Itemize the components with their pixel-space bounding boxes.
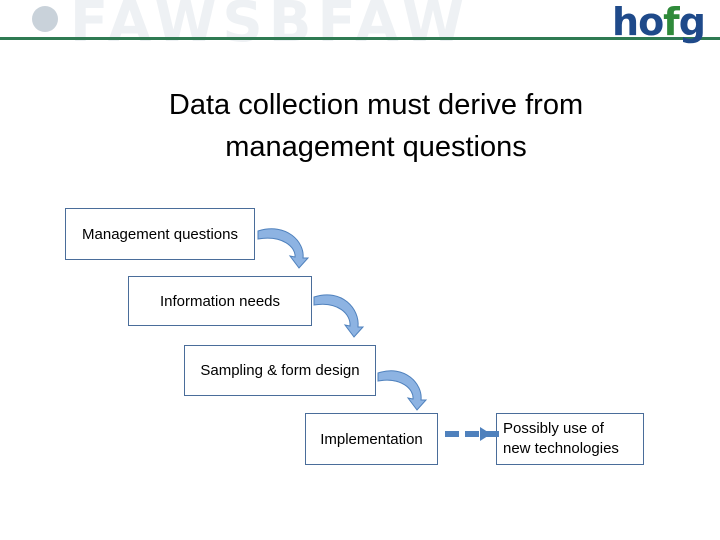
curved-arrow-2 <box>313 294 365 338</box>
step-label: Information needs <box>159 292 281 310</box>
dashed-arrow-segment <box>445 431 459 437</box>
step-label: Management questions <box>82 225 238 243</box>
step-information-needs: Information needs <box>128 276 312 326</box>
outcome-new-technologies: Possibly use of new technologies <box>496 413 644 465</box>
dashed-arrow-segment <box>465 431 479 437</box>
step-label: Implementation <box>320 430 423 448</box>
dashed-arrow <box>445 427 499 441</box>
header-divider <box>0 37 720 40</box>
slide-title-line-2: management questions <box>225 131 527 163</box>
curved-arrow-1 <box>257 228 310 269</box>
step-implementation: Implementation <box>305 413 438 465</box>
step-sampling-form-design: Sampling & form design <box>184 345 376 396</box>
header-watermark: FAWSBFAW <box>70 0 470 55</box>
header-band <box>0 0 720 38</box>
outcome-line-1: Possibly use of <box>503 420 604 437</box>
slide-title-line-1: Data collection must derive from <box>168 89 584 121</box>
logo-letter-g: g <box>678 0 706 44</box>
logo-letter-o: o <box>638 0 664 44</box>
dashed-arrow-head <box>480 427 491 441</box>
step-label: Sampling & form design <box>200 362 360 379</box>
logo-letter-f: f <box>663 0 680 44</box>
step-management-questions: Management questions <box>65 208 255 260</box>
curved-arrow-3 <box>377 370 428 411</box>
slide-title: Data collection must derive from managem… <box>80 84 672 168</box>
logo-letter-h: h <box>612 0 639 44</box>
dashed-arrow-segment <box>485 431 499 437</box>
outcome-line-2: new technologies <box>503 440 619 457</box>
hofg-logo: hofg <box>612 0 706 44</box>
organization-emblem-icon <box>32 6 58 32</box>
